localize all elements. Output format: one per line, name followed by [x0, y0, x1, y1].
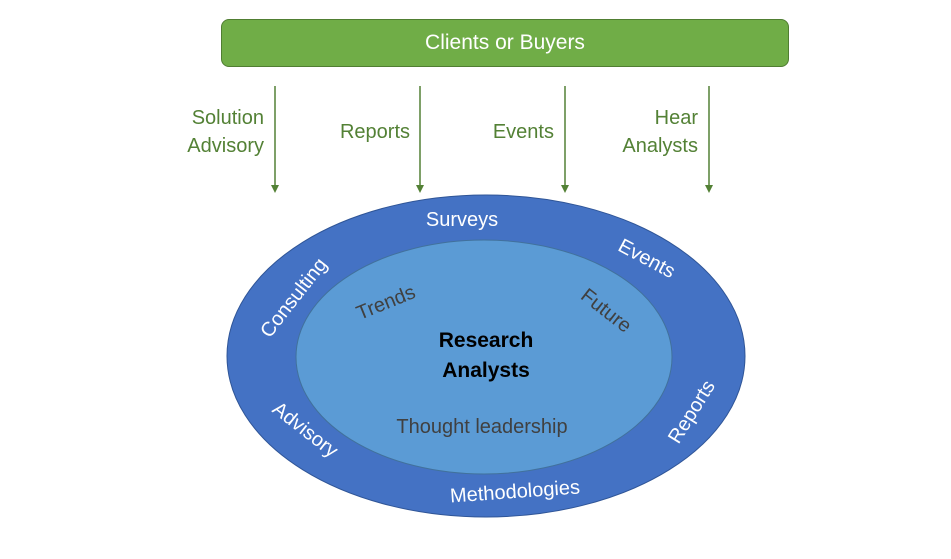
channel-label-events: Events: [470, 118, 554, 146]
core-label-research: Research: [439, 329, 534, 352]
channel-label-hear-analysts: Hear Analysts: [600, 104, 698, 160]
channel-label-line: Solution: [191, 107, 264, 129]
channel-label-line: Events: [492, 121, 554, 143]
inner-label-thought-leadership: Thought leadership: [396, 416, 567, 438]
clients-or-buyers-label: Clients or Buyers: [425, 31, 585, 54]
channel-label-reports: Reports: [320, 118, 410, 146]
channel-label-solution-advisory: Solution Advisory: [170, 104, 264, 160]
inner-ellipse: [295, 239, 673, 475]
channel-label-line: Reports: [339, 121, 410, 143]
channel-label-line: Analysts: [622, 135, 698, 157]
channel-label-line: Advisory: [187, 135, 264, 157]
outer-label-surveys: Surveys: [426, 209, 498, 231]
clients-or-buyers-box: Clients or Buyers: [221, 19, 789, 67]
channel-label-line: Hear: [654, 107, 698, 129]
core-label-analysts: Analysts: [442, 359, 530, 382]
